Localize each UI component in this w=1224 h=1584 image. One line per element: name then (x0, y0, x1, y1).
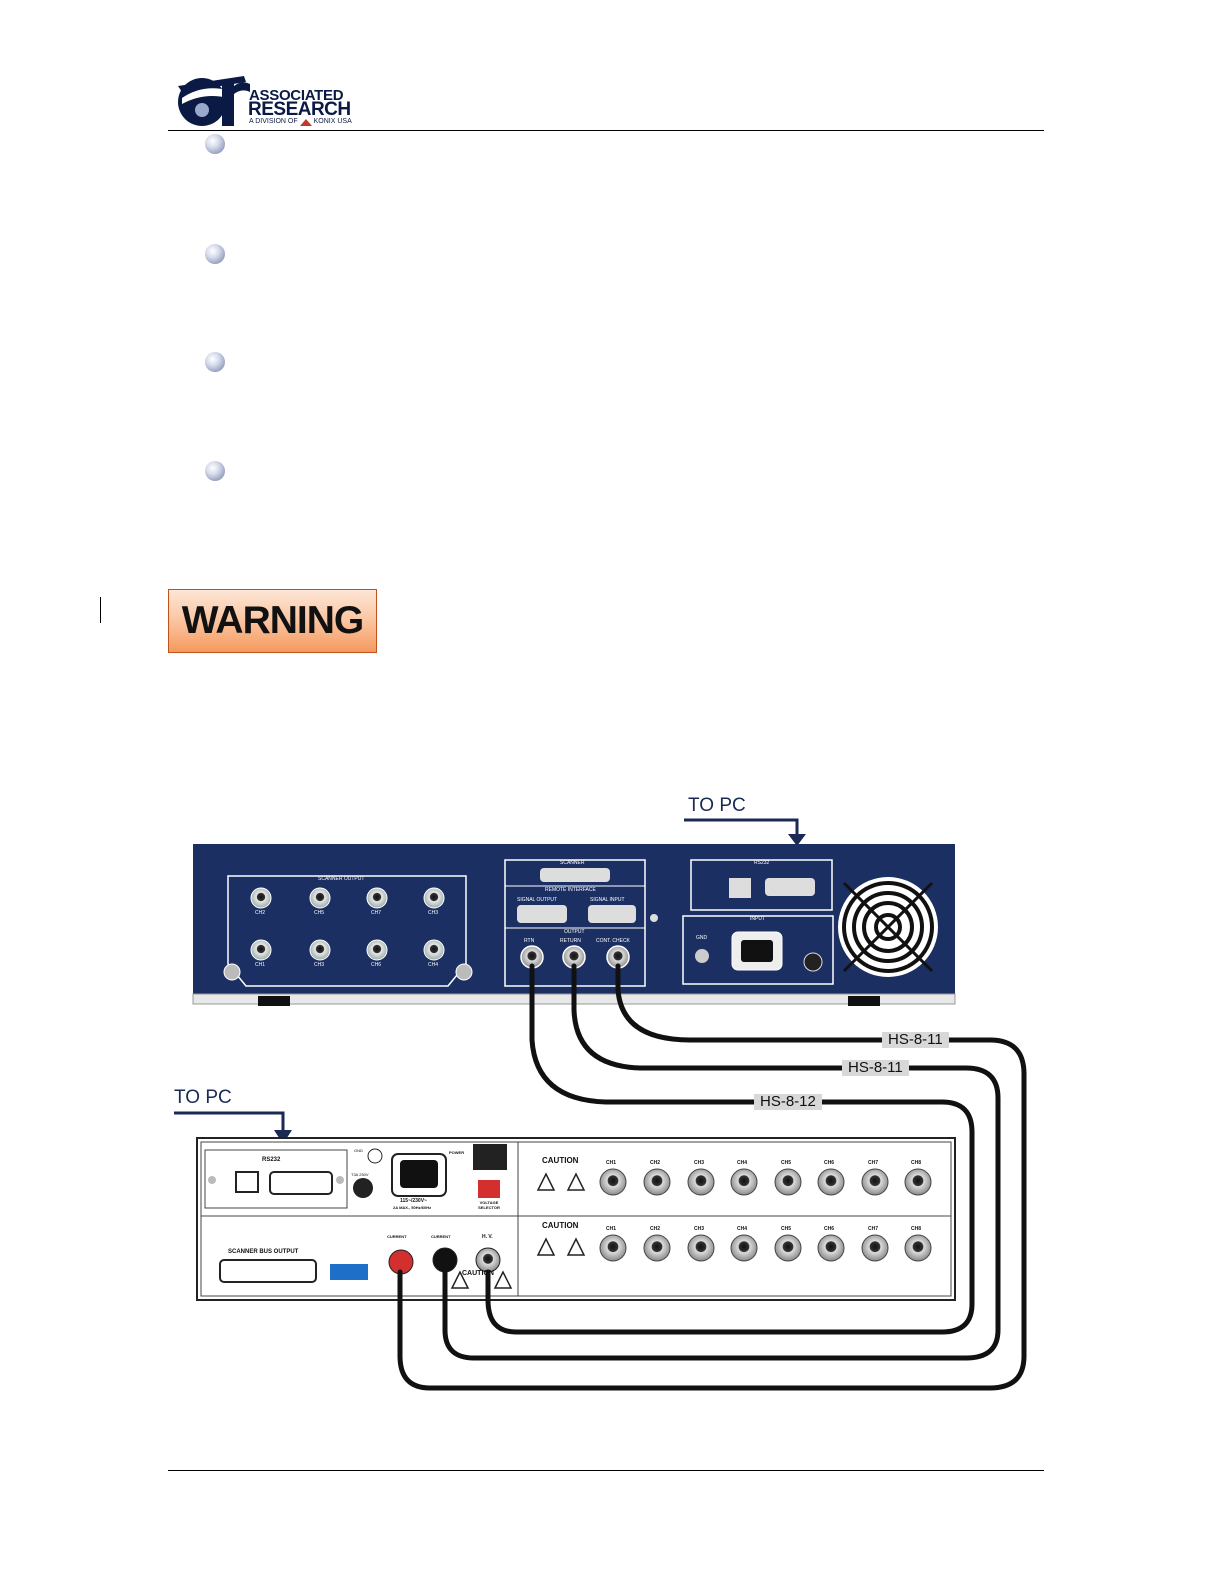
test-cables (397, 963, 1027, 1391)
to-pc-label-top: TO PC (688, 795, 746, 816)
bullet-icon (205, 461, 225, 481)
warning-banner: WARNING (168, 589, 377, 653)
bullet-icon (205, 352, 225, 372)
logo-mark-icon (178, 76, 250, 126)
konix-triangle-icon (299, 118, 312, 126)
logo-name-line1: ASSOCIATED (249, 87, 344, 104)
warning-label: WARNING (181, 599, 364, 642)
bullet-icon (205, 244, 225, 264)
to-pc-arrow-top-icon (684, 818, 806, 846)
logo-sub-prefix: A DIVISION OF (249, 118, 298, 125)
to-pc-label-bottom: TO PC (174, 1087, 232, 1108)
company-logo (174, 72, 364, 128)
fan-icon (838, 877, 938, 977)
header-rule (168, 130, 1044, 131)
footer-rule (168, 1470, 1044, 1471)
bottom-unit-rear-panel (196, 1137, 956, 1301)
bullet-icon (205, 134, 225, 154)
change-bar (100, 597, 101, 623)
logo-subtitle: A DIVISION OF KONIX USA (249, 118, 352, 126)
logo-name-line2: RESEARCH (248, 99, 351, 120)
logo-sub-brand: KONIX USA (313, 118, 352, 125)
